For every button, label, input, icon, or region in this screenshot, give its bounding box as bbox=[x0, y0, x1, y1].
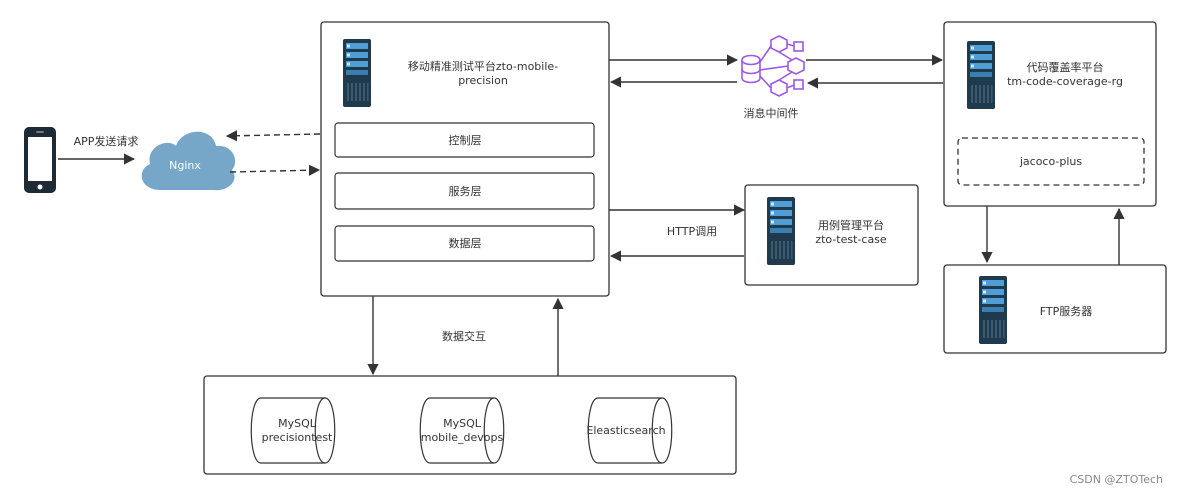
ftp-server-label: FTP服务器 bbox=[1040, 305, 1093, 318]
message-middleware-label: 消息中间件 bbox=[744, 106, 799, 120]
watermark: CSDN @ZTOTech bbox=[1070, 473, 1163, 486]
coverage-platform-title-2: tm-code-coverage-rg bbox=[1007, 75, 1123, 88]
database-cylinder-mysql-precisiontest: MySQL precisiontest bbox=[250, 397, 336, 464]
precision-platform: 移动精准测试平台zto-mobile- precision 控制层 服务层 数据… bbox=[320, 21, 610, 297]
test-case-platform-title-2: zto-test-case bbox=[815, 233, 887, 246]
app-request-label: APP发送请求 bbox=[74, 134, 139, 148]
ftp-server: FTP服务器 bbox=[943, 264, 1167, 354]
coverage-platform-title-1: 代码覆盖率平台 bbox=[1027, 60, 1104, 74]
precision-platform-title-1: 移动精准测试平台zto-mobile- bbox=[408, 59, 558, 73]
phone-icon bbox=[24, 127, 56, 193]
database-name-line1: Eleasticsearch bbox=[586, 424, 665, 437]
server-icon bbox=[979, 276, 1007, 344]
layer-box-control bbox=[334, 122, 595, 158]
layer-label-control: 控制层 bbox=[449, 133, 482, 147]
database-name-line1: MySQL bbox=[278, 417, 317, 430]
server-icon bbox=[967, 41, 995, 109]
platform-to-nginx-dashed-arrow bbox=[225, 130, 321, 142]
server-icon bbox=[343, 39, 371, 107]
precision-platform-title-2: precision bbox=[458, 74, 508, 87]
nginx-to-platform-dashed-arrow bbox=[229, 164, 321, 176]
http-call-label: HTTP调用 bbox=[667, 225, 717, 238]
database-name-line1: MySQL bbox=[443, 417, 482, 430]
database-name-line2: mobile_devops bbox=[421, 431, 504, 444]
nginx-label: Nginx bbox=[169, 159, 201, 172]
database-cylinder-mysql-mobile-devops: MySQL mobile_devops bbox=[419, 397, 505, 464]
layer-label-data: 数据层 bbox=[449, 236, 482, 250]
database-name-line2: precisiontest bbox=[262, 431, 333, 444]
test-case-platform-title-1: 用例管理平台 bbox=[818, 218, 884, 232]
jacoco-plus-label: jacoco-plus bbox=[1019, 155, 1083, 168]
database-cylinder-elasticsearch: Eleasticsearch bbox=[586, 397, 673, 464]
server-icon bbox=[767, 197, 795, 265]
layer-box-service bbox=[334, 172, 595, 210]
nginx-cloud-icon bbox=[141, 131, 236, 191]
jacoco-plus-box bbox=[957, 137, 1145, 186]
test-case-platform: 用例管理平台 zto-test-case bbox=[744, 184, 919, 286]
message-middleware-icon bbox=[741, 35, 805, 97]
data-exchange-label: 数据交互 bbox=[442, 329, 486, 343]
layer-label-service: 服务层 bbox=[449, 185, 482, 198]
coverage-platform: 代码覆盖率平台 tm-code-coverage-rg jacoco-plus bbox=[943, 21, 1157, 207]
layer-box-data bbox=[334, 225, 595, 262]
